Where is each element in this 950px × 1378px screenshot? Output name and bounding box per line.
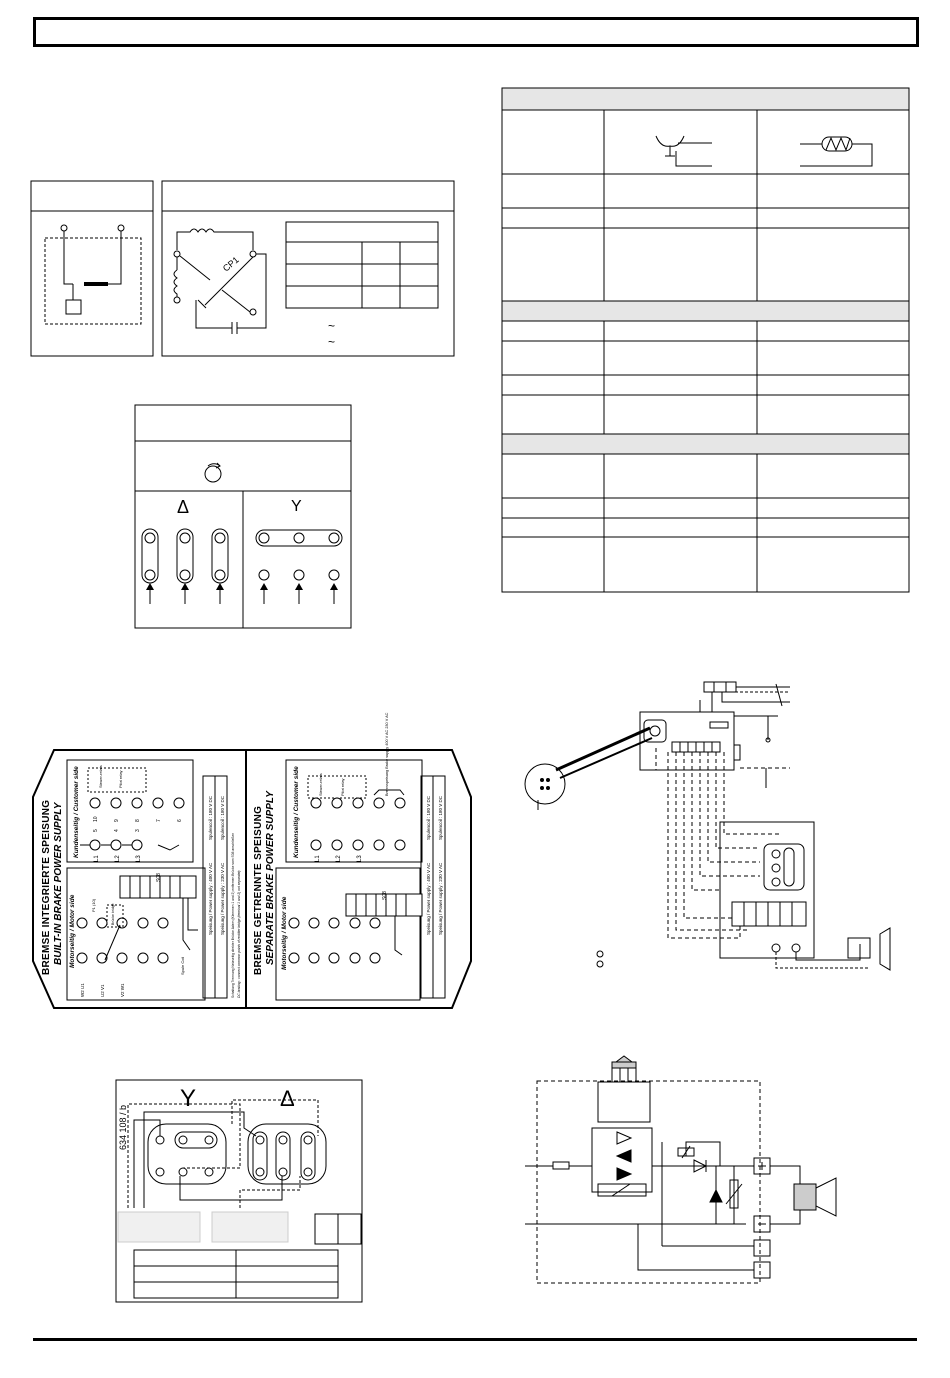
left-supply-1: Speisung / Power supply : 400 V AC (208, 862, 213, 935)
left-note: Schaltung Trennung Netzseitig direkter B… (231, 833, 235, 998)
part-number: 634 108 / b (118, 1105, 128, 1150)
left-line-3: L3 (136, 855, 142, 862)
right-coil-1: Spulencoil : 180 V DC (426, 795, 431, 840)
left-relay-en: Pilot relay (118, 770, 123, 788)
brake-rectifier-box (161, 180, 455, 357)
ac-symbol-1: ~ (328, 319, 335, 333)
plate-delta: Δ (280, 1086, 295, 1111)
footer-rule (33, 1338, 917, 1341)
delta-star-box (134, 404, 352, 629)
plate-star: Y (180, 1085, 196, 1112)
right-customer-side: Kundenseitig / Customer side (293, 766, 300, 858)
left-t7: 7 (156, 819, 162, 822)
sensor-table (501, 87, 910, 593)
left-motor-side: Motorseitig / Motor side (69, 894, 76, 968)
left-coil: Spule Coil (180, 957, 185, 975)
left-w2: U2 V1 (100, 984, 105, 997)
ac-symbol-2: ~ (328, 335, 335, 349)
right-line-3: L3 (357, 855, 363, 862)
right-relay: Steuer-relais (318, 773, 323, 796)
right-rectifier: S08 (382, 891, 388, 900)
left-relay: Steuer-relais (98, 765, 103, 788)
left-bridge: Brücke bridge (111, 903, 115, 925)
left-w3: V2 W1 (120, 983, 125, 997)
right-supply-2: Speisung / Power supply : 230 V AC (438, 862, 443, 935)
left-line-1: L1 (94, 855, 100, 862)
left-fuse: P1 (10) (91, 898, 96, 912)
left-w1: W2 U1 (80, 983, 85, 997)
rectifier-circuit (525, 1055, 837, 1284)
left-line-2: L2 (115, 855, 121, 862)
delta-symbol: Δ (177, 497, 189, 517)
right-line-1: L1 (315, 855, 321, 862)
right-title-en: SEPARATE BRAKE POWER SUPPLY (265, 790, 276, 965)
left-t6: 6 (177, 819, 183, 822)
arrow-heads (146, 583, 338, 590)
header-bar (33, 17, 919, 47)
left-t10: 10 (93, 816, 99, 822)
right-coil-2: Spulencoil : 180 V DC (438, 795, 443, 840)
wiring-diagram (524, 681, 891, 971)
left-coil-1: Spulencoil : 180 V DC (208, 795, 213, 840)
left-coil-2: Spulencoil : 180 V DC (220, 795, 225, 840)
right-brake-supply: Bremsspeisung Brake supply 400 V AC 230 … (385, 712, 389, 796)
right-line-2: L2 (336, 855, 342, 862)
capacitor-label: CP1 (221, 255, 241, 274)
left-t4: 4 (114, 829, 120, 832)
right-supply-1: Speisung / Power supply : 400 V AC (426, 862, 431, 935)
left-note-en: DC braking : connect common points of re… (237, 870, 241, 998)
star-symbol: Y (291, 498, 302, 515)
left-supply-2: Speisung / Power supply : 230 V AC (220, 862, 225, 935)
right-relay-en: Pilot relay (340, 778, 345, 796)
left-t9: 9 (114, 819, 120, 822)
left-title-de: BREMSE INTEGRIERTE SPEISUNG (41, 800, 52, 975)
right-motor-side: Motorseitig / Motor side (281, 896, 288, 970)
left-rectifier: S08 (156, 873, 162, 882)
brake-coil-box-small (30, 180, 154, 357)
connection-plate (115, 1079, 363, 1303)
left-customer-side: Kundenseitig / Customer side (73, 766, 80, 858)
left-t3: 3 (135, 829, 141, 832)
terminal-panel (32, 749, 472, 1009)
left-title-en: BUILT-IN BRAKE POWER SUPPLY (53, 801, 64, 965)
wiring-dashed (655, 748, 790, 939)
left-t8: 8 (135, 819, 141, 822)
left-t5: 5 (93, 829, 99, 832)
right-title-de: BREMSE GETRENNTE SPEISUNG (253, 806, 264, 975)
terminal-panel-text: BREMSE INTEGRIERTE SPEISUNG BUILT-IN BRA… (41, 712, 443, 998)
